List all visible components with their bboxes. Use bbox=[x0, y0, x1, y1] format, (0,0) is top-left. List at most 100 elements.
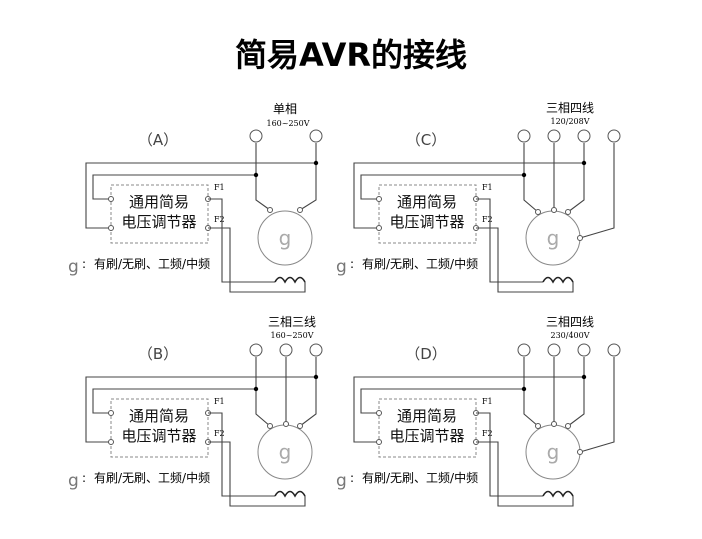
generator-terminal bbox=[267, 423, 273, 429]
field-wire-f1 bbox=[476, 198, 543, 283]
output-terminal bbox=[547, 343, 561, 357]
voltage-spec-label: 160~250V bbox=[266, 119, 309, 128]
legend-text: 有刷/无刷、工频/中频 bbox=[94, 470, 210, 485]
terminal-f1-label: F1 bbox=[482, 397, 493, 406]
output-terminal bbox=[577, 129, 591, 143]
junction-dot bbox=[253, 386, 259, 392]
output-terminal bbox=[249, 343, 263, 357]
regulator-box bbox=[110, 398, 209, 458]
terminal-f2-label: F2 bbox=[214, 429, 225, 438]
generator-terminal bbox=[551, 421, 557, 427]
legend-colon: : bbox=[350, 471, 354, 485]
field-wire-f1 bbox=[208, 412, 275, 497]
regulator-terminal bbox=[376, 225, 382, 231]
sense-wire-outer bbox=[353, 376, 584, 443]
exciter-coil bbox=[274, 490, 306, 498]
generator-terminal bbox=[297, 423, 303, 429]
field-wire-f2 bbox=[208, 227, 306, 293]
junction-dot bbox=[521, 386, 527, 392]
wiring-panel-2: （B）通用简易电压调节器F1F2g:有刷/无刷、工频/中频g三相三线160~25… bbox=[68, 315, 323, 507]
output-line-1 bbox=[255, 357, 271, 427]
generator-terminal bbox=[297, 207, 303, 213]
exciter-coil bbox=[542, 490, 574, 498]
legend-generator-symbol: g bbox=[336, 257, 347, 277]
page-title: 简易AVR的接线 bbox=[234, 36, 467, 74]
terminal-f2-label: F2 bbox=[214, 215, 225, 224]
panel-id-label: （D） bbox=[405, 345, 447, 363]
regulator-label-line1: 通用简易 bbox=[397, 407, 457, 425]
field-wire-f2 bbox=[476, 441, 574, 507]
regulator-terminal bbox=[108, 410, 114, 416]
terminal-f1-label: F1 bbox=[214, 183, 225, 192]
generator-symbol: g bbox=[279, 440, 292, 464]
regulator-terminal bbox=[108, 439, 114, 445]
output-line-1 bbox=[255, 143, 271, 211]
sense-wire-inner bbox=[92, 388, 256, 414]
sense-wire-outer bbox=[85, 376, 316, 443]
output-terminal bbox=[309, 343, 323, 357]
field-wire-f1 bbox=[208, 198, 275, 283]
generator-terminal bbox=[565, 209, 571, 215]
regulator-terminal bbox=[376, 439, 382, 445]
sense-wire-inner bbox=[360, 388, 524, 414]
output-line-1 bbox=[523, 143, 539, 213]
regulator-box bbox=[378, 398, 477, 458]
neutral-line bbox=[579, 143, 615, 239]
junction-dot bbox=[313, 160, 319, 166]
panel-id-label: （A） bbox=[138, 131, 178, 149]
output-terminal bbox=[309, 129, 323, 143]
output-terminal bbox=[547, 129, 561, 143]
terminal-f1-label: F1 bbox=[482, 183, 493, 192]
legend-text: 有刷/无刷、工频/中频 bbox=[362, 256, 478, 271]
generator-terminal bbox=[577, 235, 583, 241]
legend-colon: : bbox=[350, 257, 354, 271]
junction-dot bbox=[581, 374, 587, 380]
regulator-label-line2: 电压调节器 bbox=[389, 213, 464, 231]
regulator-terminal bbox=[376, 410, 382, 416]
junction-dot bbox=[521, 172, 527, 178]
output-terminal bbox=[517, 129, 531, 143]
output-terminal bbox=[577, 343, 591, 357]
exciter-coil bbox=[274, 276, 306, 284]
phase-label: 三相三线 bbox=[268, 315, 316, 329]
legend-generator-symbol: g bbox=[336, 471, 347, 491]
generator-terminal bbox=[577, 449, 583, 455]
output-terminal bbox=[517, 343, 531, 357]
generator-circle bbox=[257, 210, 313, 266]
regulator-box bbox=[378, 184, 477, 244]
legend-colon: : bbox=[82, 257, 86, 271]
exciter-coil bbox=[542, 276, 574, 284]
legend-text: 有刷/无刷、工频/中频 bbox=[94, 256, 210, 271]
voltage-spec-label: 230/400V bbox=[550, 331, 589, 340]
generator-terminal bbox=[283, 421, 289, 427]
field-wire-f2 bbox=[476, 227, 574, 293]
regulator-label-line1: 通用简易 bbox=[129, 407, 189, 425]
output-line-3 bbox=[567, 143, 585, 213]
sense-wire-outer bbox=[85, 162, 316, 229]
wiring-panel-1: （C）通用简易电压调节器F1F2g:有刷/无刷、工频/中频g三相四线120/20… bbox=[336, 101, 621, 293]
output-terminal bbox=[607, 129, 621, 143]
regulator-terminal bbox=[376, 196, 382, 202]
legend-colon: : bbox=[82, 471, 86, 485]
regulator-label-line2: 电压调节器 bbox=[389, 427, 464, 445]
generator-terminal bbox=[551, 207, 557, 213]
legend-generator-symbol: g bbox=[68, 471, 79, 491]
field-wire-f2 bbox=[208, 441, 306, 507]
junction-dot bbox=[253, 172, 259, 178]
sense-wire-outer bbox=[353, 162, 584, 229]
phase-label: 单相 bbox=[273, 102, 297, 116]
phase-label: 三相四线 bbox=[546, 315, 594, 329]
regulator-label-line2: 电压调节器 bbox=[121, 427, 196, 445]
regulator-label-line1: 通用简易 bbox=[397, 193, 457, 211]
output-line-1 bbox=[523, 357, 539, 427]
phase-label: 三相四线 bbox=[546, 101, 594, 115]
sense-wire-inner bbox=[360, 174, 524, 200]
voltage-spec-label: 120/208V bbox=[550, 117, 589, 126]
generator-symbol: g bbox=[279, 226, 292, 250]
panel-id-label: （B） bbox=[138, 345, 178, 363]
regulator-terminal bbox=[108, 196, 114, 202]
generator-terminal bbox=[535, 423, 541, 429]
field-wire-f1 bbox=[476, 412, 543, 497]
